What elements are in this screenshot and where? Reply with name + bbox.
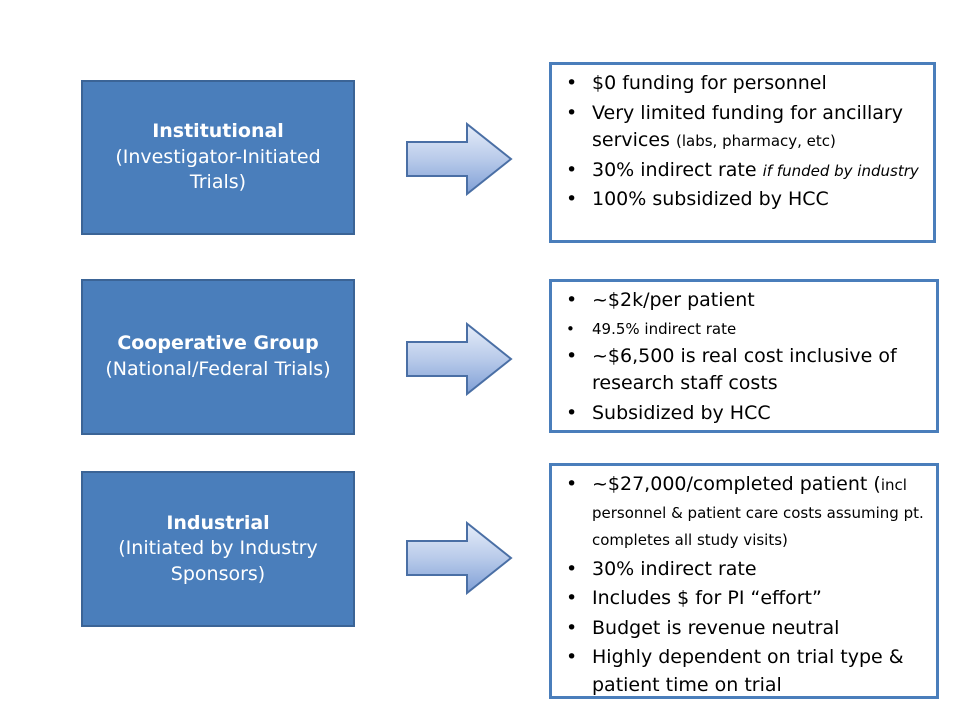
right-arrow-icon	[406, 322, 513, 396]
institutional-details: $0 funding for personnel Very limited fu…	[549, 62, 936, 243]
list-item: ~$27,000/completed patient (incl personn…	[566, 471, 926, 554]
list-item: Highly dependent on trial type & patient…	[566, 644, 926, 699]
institutional-title: Institutional	[152, 120, 284, 143]
list-item: ~$2k/per patient	[566, 287, 926, 315]
industrial-title: Industrial	[166, 511, 270, 534]
list-item: 100% subsidized by HCC	[566, 186, 923, 214]
right-arrow-icon	[406, 122, 513, 196]
industrial-details: ~$27,000/completed patient (incl personn…	[549, 463, 939, 699]
cooperative-group-subtitle: (National/Federal Trials)	[105, 358, 331, 380]
list-item: Very limited funding for ancillary servi…	[566, 100, 923, 155]
list-item: $0 funding for personnel	[566, 70, 923, 98]
list-item: 30% indirect rate	[566, 556, 926, 584]
right-arrow-icon	[406, 521, 513, 595]
industrial-box: Industrial (Initiated by Industry Sponso…	[81, 471, 355, 627]
industrial-subtitle: (Initiated by Industry Sponsors)	[118, 537, 318, 585]
list-item: 30% indirect rate if funded by industry	[566, 157, 923, 185]
institutional-subtitle: (Investigator-Initiated Trials)	[115, 145, 321, 194]
list-item: ~$6,500 is real cost inclusive of resear…	[566, 343, 926, 398]
cooperative-group-box: Cooperative Group (National/Federal Tria…	[81, 279, 355, 435]
institutional-box: Institutional (Investigator-Initiated Tr…	[81, 80, 355, 235]
list-item: Subsidized by HCC	[566, 400, 926, 428]
cooperative-group-details: ~$2k/per patient 49.5% indirect rate ~$6…	[549, 279, 939, 433]
list-item: Includes $ for PI “effort”	[566, 585, 926, 613]
list-item: Budget is revenue neutral	[566, 615, 926, 643]
cooperative-group-title: Cooperative Group	[117, 332, 319, 355]
list-item: 49.5% indirect rate	[566, 317, 926, 341]
